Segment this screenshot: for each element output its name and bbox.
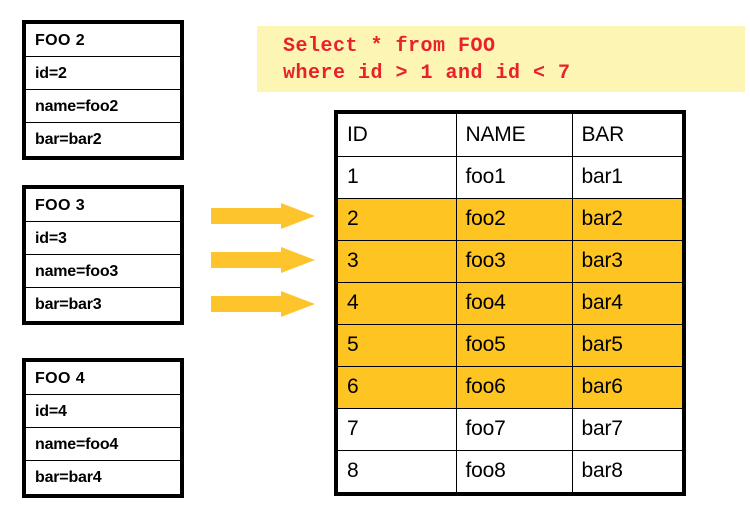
cell-id: 8 — [338, 450, 457, 492]
arrow-right-icon — [211, 203, 315, 229]
arrow-right-icon — [211, 291, 315, 317]
cell-name: foo8 — [456, 450, 573, 492]
cell-name: foo4 — [456, 282, 573, 325]
arrow-right-icon — [211, 247, 315, 273]
cell-name: foo1 — [456, 156, 573, 199]
cell-bar: bar8 — [581, 459, 623, 483]
cell-id: 7 — [338, 408, 457, 451]
object-box-foo4: FOO 4 id=4 name=foo4 bar=bar4 — [22, 358, 184, 498]
cell-id: 6 — [338, 366, 457, 409]
cell-name: foo2 — [456, 198, 573, 241]
object-box-foo2: FOO 2 id=2 name=foo2 bar=bar2 — [22, 20, 184, 160]
object-field-id: id=2 — [26, 57, 180, 90]
cell-id: 1 — [338, 156, 457, 199]
cell-name: foo7 — [456, 408, 573, 451]
object-field-id: id=4 — [26, 395, 180, 428]
cell-bar: bar2 — [572, 198, 682, 241]
object-field-bar: bar=bar4 — [35, 469, 102, 486]
cell-bar: bar3 — [572, 240, 682, 283]
object-box-foo3: FOO 3 id=3 name=foo3 bar=bar3 — [22, 185, 184, 325]
cell-name: foo6 — [456, 366, 573, 409]
object-box-title: FOO 4 — [26, 362, 180, 395]
cell-id: 5 — [338, 324, 457, 367]
object-field-bar: bar=bar3 — [35, 296, 102, 313]
cell-bar: bar5 — [572, 324, 682, 367]
object-field-bar: bar=bar2 — [35, 131, 102, 148]
cell-bar: bar7 — [572, 408, 682, 451]
cell-id: 2 — [338, 198, 457, 241]
cell-id: 4 — [338, 282, 457, 325]
cell-bar: bar6 — [572, 366, 682, 409]
sql-query-callout: Select * from FOO where id > 1 and id < … — [257, 26, 745, 92]
cell-name: foo3 — [456, 240, 573, 283]
column-header-name: NAME — [456, 114, 573, 157]
cell-bar: bar4 — [572, 282, 682, 325]
object-field-name: name=foo4 — [26, 428, 180, 461]
object-field-name: name=foo3 — [26, 255, 180, 288]
object-box-title: FOO 3 — [26, 189, 180, 222]
sql-query-line-2: where id > 1 and id < 7 — [283, 62, 571, 85]
cell-id: 3 — [338, 240, 457, 283]
object-field-id: id=3 — [26, 222, 180, 255]
column-header-id: ID — [338, 114, 457, 157]
object-field-name: name=foo2 — [26, 90, 180, 123]
cell-bar: bar1 — [572, 156, 682, 199]
table-header-row: ID NAME BAR — [338, 114, 682, 157]
object-box-title: FOO 2 — [26, 24, 180, 57]
column-header-bar: BAR — [572, 114, 682, 157]
sql-query-line-1: Select * from FOO — [283, 35, 496, 58]
cell-name: foo5 — [456, 324, 573, 367]
